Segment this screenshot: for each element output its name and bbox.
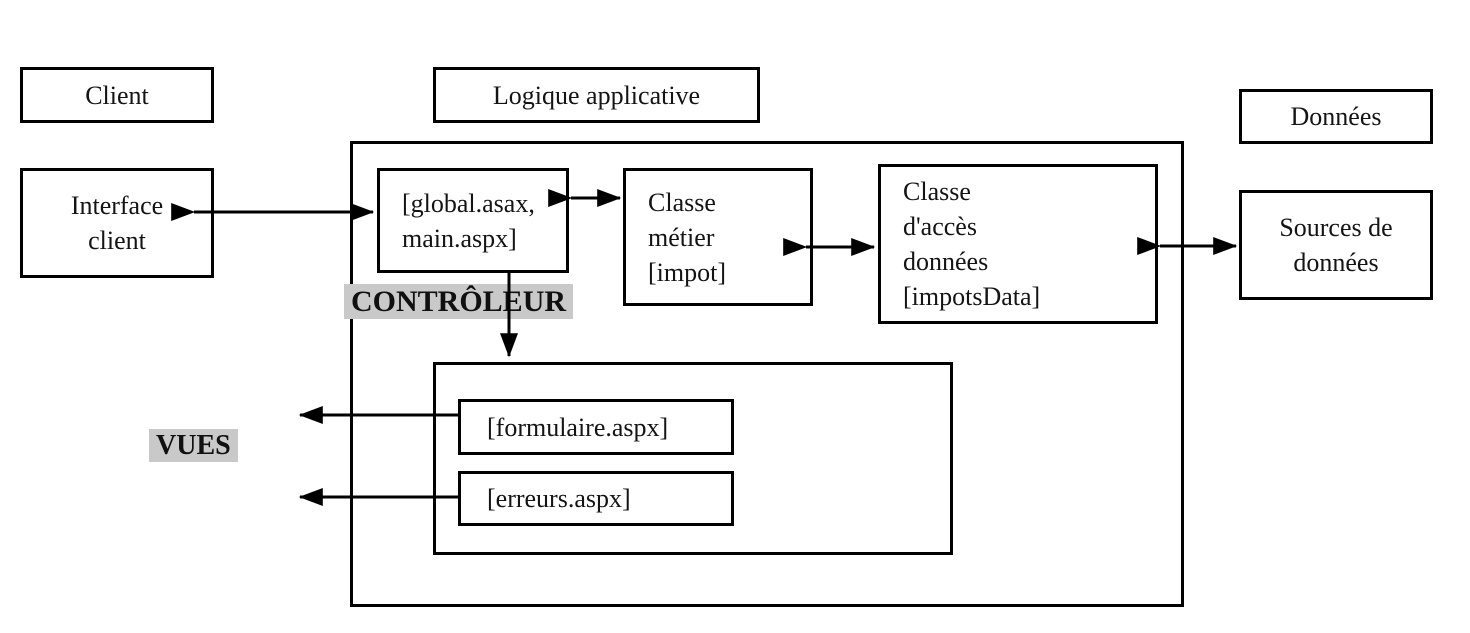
classe-acces-donnees-label: Classe d'accès données [impotsData] xyxy=(903,177,1041,311)
erreurs-aspx-box: [erreurs.aspx] xyxy=(458,471,734,526)
formulaire-aspx-label: [formulaire.aspx] xyxy=(487,412,669,442)
classe-acces-donnees-box: Classe d'accès données [impotsData] xyxy=(878,164,1158,324)
client-tier-label: Client xyxy=(85,80,149,110)
interface-client-label: Interface client xyxy=(70,191,164,255)
vues-label: VUES xyxy=(149,429,238,462)
donnees-tier-box: Données xyxy=(1239,89,1433,144)
erreurs-aspx-label: [erreurs.aspx] xyxy=(487,484,631,513)
classe-metier-label: Classe métier [impot] xyxy=(648,187,726,287)
formulaire-aspx-box: [formulaire.aspx] xyxy=(458,399,734,455)
controleur-label: CONTRÔLEUR xyxy=(344,284,574,319)
client-tier-box: Client xyxy=(20,67,214,123)
logique-applicative-tier-label: Logique applicative xyxy=(492,80,701,110)
global-asax-box: [global.asax, main.aspx] xyxy=(377,168,569,273)
vues-container xyxy=(433,362,953,555)
interface-client-box: Interface client xyxy=(20,168,214,278)
global-asax-label: [global.asax, main.aspx] xyxy=(402,188,535,253)
sources-donnees-box: Sources de données xyxy=(1239,190,1433,300)
logique-applicative-tier-box: Logique applicative xyxy=(433,67,760,123)
sources-donnees-label: Sources de données xyxy=(1279,213,1393,277)
donnees-tier-label: Données xyxy=(1290,102,1382,131)
classe-metier-box: Classe métier [impot] xyxy=(623,168,813,306)
